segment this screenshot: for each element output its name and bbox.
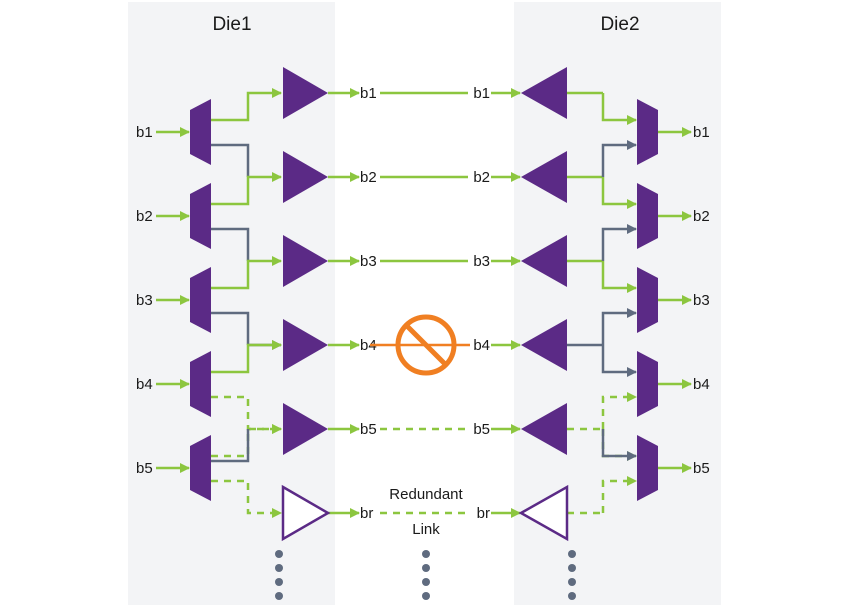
link-left-label: b3 [360, 253, 377, 270]
die2-receiver [521, 67, 567, 119]
die1-shift-path [211, 227, 250, 261]
die2-output-label: b4 [693, 376, 710, 393]
vertical-ellipsis-icon [275, 578, 283, 586]
link-left-label: b5 [360, 421, 377, 438]
die2-redundant-receiver [518, 484, 569, 542]
die2-mux [637, 435, 658, 501]
die1-driver [283, 67, 328, 119]
die1-driver [283, 151, 328, 203]
link-right-label: b1 [473, 85, 490, 102]
die2-shift-path [601, 224, 637, 261]
link-right-label: b2 [473, 169, 490, 186]
die1-shift-path [211, 311, 250, 345]
die1-shift-path [211, 395, 282, 434]
vertical-ellipsis-icon [275, 550, 283, 558]
vertical-ellipsis-icon [568, 550, 576, 558]
die2-shift-path [601, 140, 637, 177]
vertical-ellipsis-icon [275, 592, 283, 600]
die2-primary-path [601, 261, 637, 293]
die2-output-label: b5 [693, 460, 710, 477]
link-right-label: br [477, 505, 490, 522]
vertical-ellipsis-icon [568, 578, 576, 586]
vertical-ellipsis-icon [275, 564, 283, 572]
die1-driver [283, 319, 328, 371]
shapes-layer [190, 67, 658, 542]
vertical-ellipsis-icon [568, 564, 576, 572]
labels-layer: b1 b2 b3 b4 b5 b1 b1 b2 b2 b3 b3 b4 b4 b5 b5 br br b1 b2 b3… [136, 85, 710, 522]
die1-input-label: b2 [136, 208, 153, 225]
prohibited-icon [370, 314, 470, 376]
die2-primary-path [601, 345, 637, 377]
vertical-ellipsis-icon [422, 592, 430, 600]
link-left-label: b2 [360, 169, 377, 186]
wires-layer [156, 88, 692, 518]
die1-shift-path [211, 143, 250, 177]
die2-mux [637, 267, 658, 333]
die2-primary-path [601, 177, 637, 209]
die2-receiver [521, 403, 567, 455]
die1-input-label: b5 [136, 460, 153, 477]
die1-primary-path [211, 256, 282, 290]
redundant-label-line2: Link [412, 521, 440, 538]
die1-mux [190, 435, 211, 501]
link-right-label: b4 [473, 337, 490, 354]
die1-primary-path [211, 88, 282, 122]
die1-mux [190, 99, 211, 165]
die2-mux [637, 99, 658, 165]
vertical-ellipsis-icon [568, 592, 576, 600]
vertical-ellipsis-icon [422, 578, 430, 586]
die1-mux [190, 183, 211, 249]
die1-redundant-driver [281, 484, 331, 542]
die2-shift-path [601, 429, 637, 461]
die1-input-label: b3 [136, 292, 153, 309]
die1-primary-path [211, 340, 282, 374]
die2-receiver [521, 235, 567, 287]
link-right-label: b5 [473, 421, 490, 438]
die1-mux [190, 351, 211, 417]
die1-shift-path [211, 479, 282, 518]
die2-shift-path [601, 308, 637, 345]
die1-shift-path [211, 429, 250, 463]
die1-driver [283, 403, 328, 455]
die2-primary-path [601, 93, 637, 125]
die2-output-label: b1 [693, 124, 710, 141]
die2-mux [637, 351, 658, 417]
die1-driver [283, 235, 328, 287]
die2-mux [637, 183, 658, 249]
die1-mux [190, 267, 211, 333]
link-left-label: b4 [360, 337, 377, 354]
redundant-label-line1: Redundant [389, 486, 463, 503]
die1-primary-path [211, 424, 282, 458]
vertical-ellipsis-icon [422, 564, 430, 572]
link-left-label: b1 [360, 85, 377, 102]
continuation-dots [275, 550, 576, 600]
die1-input-label: b1 [136, 124, 153, 141]
die2-receiver [521, 151, 567, 203]
die1-input-label: b4 [136, 376, 153, 393]
link-right-label: b3 [473, 253, 490, 270]
die2-receiver [521, 319, 567, 371]
die2-shift-path [601, 476, 637, 513]
vertical-ellipsis-icon [422, 550, 430, 558]
die2-output-label: b3 [693, 292, 710, 309]
die2-output-label: b2 [693, 208, 710, 225]
die1-title: Die1 [212, 14, 251, 35]
die2-title: Die2 [600, 14, 639, 35]
die1-primary-path [211, 172, 282, 206]
die2-shift-path [601, 392, 637, 429]
link-left-label: br [360, 505, 373, 522]
